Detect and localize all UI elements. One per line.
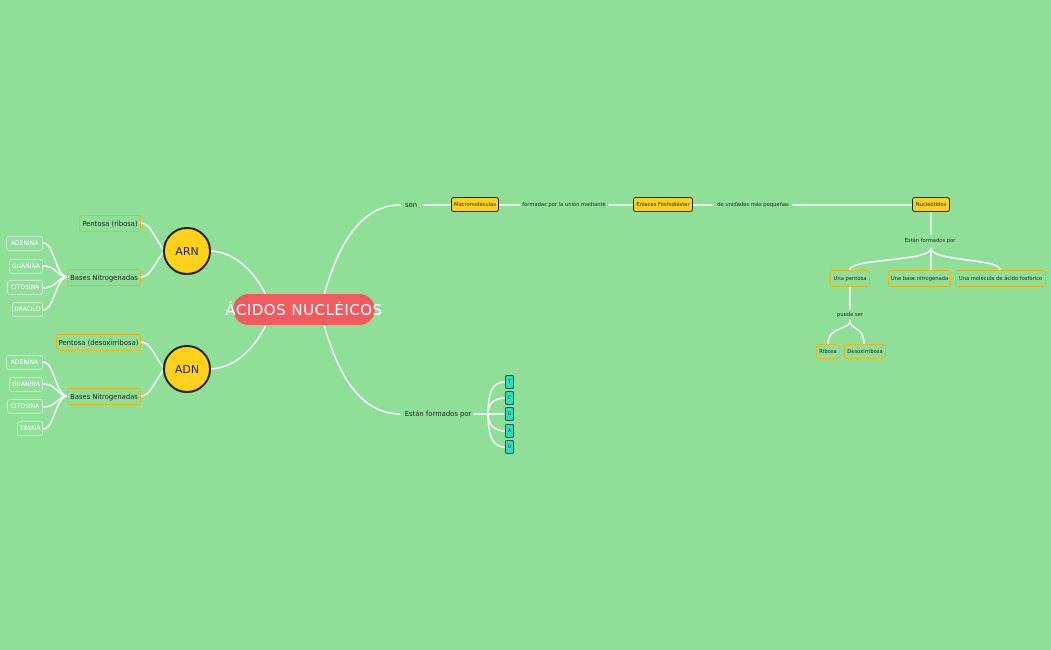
adn-base-citosina[interactable]: CITOSINA: [7, 399, 43, 414]
ribosa-node[interactable]: Ribosa: [816, 344, 840, 359]
label-unidades: de unidades más pequeñas: [717, 202, 789, 208]
connector-arn-bases: [139, 250, 165, 278]
connector-adn-pentosa: [139, 341, 165, 370]
connector-arn-pentosa: [139, 222, 165, 252]
arn-node[interactable]: ARN: [163, 227, 211, 275]
label-puede-ser: puede ser: [837, 312, 863, 318]
adn-node[interactable]: ADN: [163, 345, 211, 393]
adn-base-adenina[interactable]: ADENINA: [6, 355, 43, 370]
arn-base-guanina[interactable]: GUANINA: [9, 259, 43, 274]
adn-base-timina[interactable]: TIMINA: [17, 421, 43, 436]
arn-base-uracilo[interactable]: URACILO: [12, 302, 43, 317]
letter-t[interactable]: T: [505, 375, 514, 389]
label-estan-formados: Están formados por: [904, 238, 956, 244]
adn-pentosa[interactable]: Pentosa (desoxirribosa): [56, 334, 141, 351]
nucleotidos-node[interactable]: Nucleótidos: [912, 197, 950, 212]
enlaces-node[interactable]: Enlaces Fosfodiéster: [633, 197, 693, 212]
connector-central-estan: [319, 309, 401, 415]
arn-base-adenina[interactable]: ADENINA: [6, 236, 43, 251]
connector-adn-bases: [139, 368, 165, 397]
label-son: son: [404, 201, 418, 209]
una-pentosa-node[interactable]: Una pentosa: [830, 270, 870, 287]
una-molecula-node[interactable]: Una molécula de ácido fosfórico: [955, 270, 1046, 287]
adn-base-guanina[interactable]: GUANINA: [9, 377, 43, 392]
letter-g[interactable]: G: [505, 407, 514, 421]
adn-bases[interactable]: Bases Nitrogenadas: [67, 388, 141, 405]
desoxirribosa-node[interactable]: Desoxirribosa: [844, 344, 886, 359]
label-estan-formados-por: Están formados por: [404, 410, 472, 418]
letter-a[interactable]: A: [505, 424, 514, 438]
label-formadas-por: formadas por la unión mediante: [522, 202, 606, 208]
letter-u[interactable]: U: [505, 440, 514, 454]
letter-c[interactable]: C: [505, 391, 514, 405]
arn-base-citosina[interactable]: CITOSINA: [7, 280, 43, 295]
central-topic[interactable]: ÁCIDOS NUCLÉICOS: [225, 294, 382, 325]
arn-bases[interactable]: Bases Nitrogenadas: [67, 269, 141, 286]
una-base-node[interactable]: Una base nitrogenada: [888, 270, 951, 287]
macromoleculas-node[interactable]: Macromoléculas: [451, 197, 499, 212]
arn-pentosa[interactable]: Pentosa (ribosa): [79, 215, 141, 232]
